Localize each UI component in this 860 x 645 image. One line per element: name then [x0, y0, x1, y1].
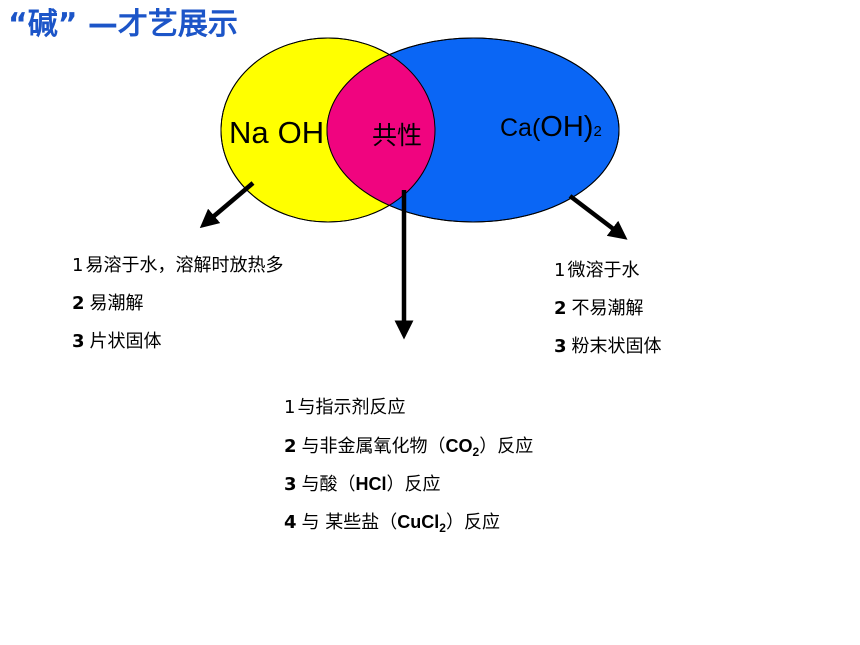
common-label: 共性 [372, 121, 423, 150]
overlap-region [327, 38, 435, 222]
arrow-down-right-icon [568, 194, 628, 240]
caoh-label: Ca(OH)2 [500, 111, 602, 143]
arrow-down-left-icon [199, 181, 255, 229]
page-title: “碱” —才艺展示 [8, 7, 238, 42]
